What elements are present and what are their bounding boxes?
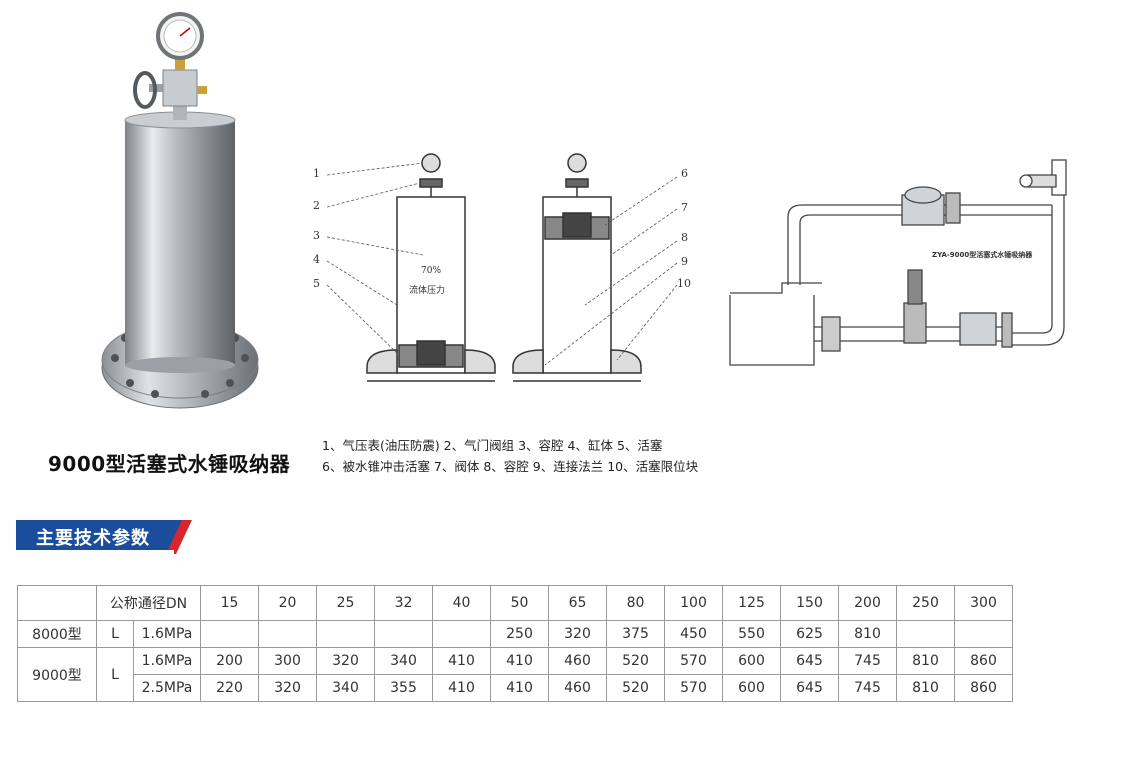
pressure-cell: 2.5MPa	[133, 674, 201, 702]
value-cell: 810	[896, 674, 955, 702]
callout-7: 7	[681, 201, 688, 214]
callout-6: 6	[681, 167, 688, 180]
header-dn: 300	[954, 585, 1013, 621]
value-cell: 300	[258, 647, 317, 675]
value-cell: 410	[490, 647, 549, 675]
value-cell: 810	[838, 620, 897, 648]
header-dn: 25	[316, 585, 375, 621]
table-row: 8000型 L 1.6MPa 250 320 375 450 550 625 8…	[17, 620, 1013, 648]
value-cell: 625	[780, 620, 839, 648]
inner-pressure-label: 流体压力	[409, 284, 445, 296]
callout-10: 10	[677, 277, 691, 290]
callout-9: 9	[681, 255, 688, 268]
dim-cell: L	[96, 647, 134, 702]
value-cell: 410	[490, 674, 549, 702]
value-cell	[954, 620, 1013, 648]
header-dn: 125	[722, 585, 781, 621]
value-cell: 860	[954, 647, 1013, 675]
parts-legend: 1、气压表(油压防震) 2、气门阀组 3、容腔 4、缸体 5、活塞 6、被水锥冲…	[322, 435, 698, 477]
system-diagram: ZYA-9000型活塞式水锤吸纳器	[729, 159, 1067, 366]
value-cell: 355	[374, 674, 433, 702]
spec-table: 公称通径DN 15 20 25 32 40 50 65 80 100 125 1…	[17, 585, 1013, 702]
value-cell	[374, 620, 433, 648]
section-title: 主要技术参数	[36, 528, 150, 549]
header-dn: 100	[664, 585, 723, 621]
value-cell: 745	[838, 647, 897, 675]
value-cell: 520	[606, 647, 665, 675]
value-cell: 860	[954, 674, 1013, 702]
product-title: 9000型活塞式水锤吸纳器	[48, 452, 291, 476]
value-cell	[316, 620, 375, 648]
value-cell: 520	[606, 674, 665, 702]
value-cell: 410	[432, 647, 491, 675]
callout-2: 2	[313, 199, 320, 212]
header-empty-cell	[17, 585, 97, 621]
value-cell: 550	[722, 620, 781, 648]
value-cell: 810	[896, 647, 955, 675]
pressure-cell: 1.6MPa	[133, 647, 201, 675]
header-dn: 32	[374, 585, 433, 621]
value-cell: 340	[316, 674, 375, 702]
header-dn: 80	[606, 585, 665, 621]
value-cell: 645	[780, 674, 839, 702]
value-cell: 600	[722, 647, 781, 675]
value-cell: 570	[664, 647, 723, 675]
cross-section-diagram: 1 2 3 4 5 6 7 8 9 10 70% 流体压力	[313, 153, 691, 382]
value-cell: 250	[490, 620, 549, 648]
legend-line-1: 1、气压表(油压防震) 2、气门阀组 3、容腔 4、缸体 5、活塞	[322, 438, 663, 453]
callout-4: 4	[313, 253, 320, 266]
model-cell: 8000型	[17, 620, 97, 648]
header-dn: 65	[548, 585, 607, 621]
dim-cell: L	[96, 620, 134, 648]
header-dn: 200	[838, 585, 897, 621]
value-cell: 745	[838, 674, 897, 702]
legend-line-2: 6、被水锥冲击活塞 7、阀体 8、容腔 9、连接法兰 10、活塞限位块	[322, 459, 699, 474]
header-dn: 40	[432, 585, 491, 621]
value-cell: 600	[722, 674, 781, 702]
callout-1: 1	[313, 167, 320, 180]
value-cell: 220	[200, 674, 259, 702]
inner-percent-label: 70%	[421, 266, 441, 276]
value-cell: 410	[432, 674, 491, 702]
header-dn: 50	[490, 585, 549, 621]
value-cell: 570	[664, 674, 723, 702]
header-dn: 15	[200, 585, 259, 621]
value-cell: 200	[200, 647, 259, 675]
header-dn: 250	[896, 585, 955, 621]
value-cell: 320	[548, 620, 607, 648]
value-cell: 645	[780, 647, 839, 675]
value-cell	[200, 620, 259, 648]
callout-5: 5	[313, 277, 320, 290]
value-cell: 460	[548, 647, 607, 675]
system-label: ZYA-9000型活塞式水锤吸纳器	[932, 250, 1033, 259]
value-cell	[258, 620, 317, 648]
model-cell: 9000型	[17, 647, 97, 702]
callout-3: 3	[313, 229, 320, 242]
header-dn: 150	[780, 585, 839, 621]
table-row: 9000型 L 1.6MPa 200 300 320 340 410 410 4…	[17, 647, 1013, 702]
table-header-row: 公称通径DN 15 20 25 32 40 50 65 80 100 125 1…	[17, 585, 1013, 621]
value-cell: 320	[316, 647, 375, 675]
product-photo	[101, 12, 259, 409]
header-dn: 20	[258, 585, 317, 621]
section-banner	[16, 520, 192, 554]
value-cell: 320	[258, 674, 317, 702]
value-cell	[896, 620, 955, 648]
value-cell: 450	[664, 620, 723, 648]
value-cell: 340	[374, 647, 433, 675]
value-cell: 375	[606, 620, 665, 648]
table-row: 2.5MPa 220 320 340 355 410 410 460 520 5…	[18, 674, 1013, 702]
pressure-cell: 1.6MPa	[133, 620, 201, 648]
value-cell	[432, 620, 491, 648]
callout-8: 8	[681, 231, 688, 244]
header-dn-label: 公称通径DN	[96, 585, 201, 621]
value-cell: 460	[548, 674, 607, 702]
